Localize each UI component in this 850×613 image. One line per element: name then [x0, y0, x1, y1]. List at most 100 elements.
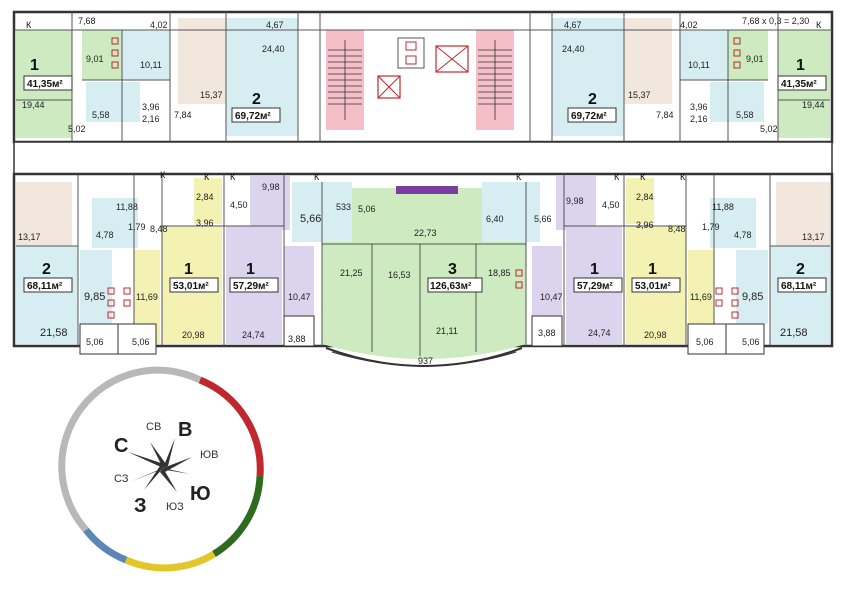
svg-text:15,37: 15,37 — [628, 90, 651, 100]
apartment-tag: 2 69,72м² — [231, 91, 281, 123]
svg-text:21,58: 21,58 — [780, 327, 808, 339]
apartment-tag: 3 126,63м² — [427, 261, 483, 293]
apartment-bl2-bedroom — [16, 182, 72, 246]
svg-text:18,85: 18,85 — [488, 268, 511, 278]
svg-text:21,11: 21,11 — [436, 326, 458, 336]
compass-north: С — [114, 435, 128, 457]
apartment-tag: 2 69,72м² — [567, 91, 617, 123]
dim-top: 4,67 — [266, 20, 284, 30]
svg-text:К: К — [816, 20, 822, 30]
svg-text:2,84: 2,84 — [196, 192, 214, 202]
apartment-tag: 1 53,01м² — [631, 261, 681, 293]
svg-text:41,35м²: 41,35м² — [27, 79, 63, 90]
svg-text:К: К — [640, 172, 646, 182]
svg-text:24,74: 24,74 — [242, 330, 265, 340]
svg-text:24,40: 24,40 — [262, 44, 285, 54]
dim-top: 4,02 — [150, 20, 168, 30]
svg-text:3,96: 3,96 — [690, 102, 708, 112]
apartment-tl2-room — [122, 30, 170, 80]
svg-text:3,88: 3,88 — [538, 328, 556, 338]
svg-text:9,98: 9,98 — [566, 196, 584, 206]
room-markers: К К К К К К К К К К — [26, 20, 822, 182]
svg-text:К: К — [204, 172, 210, 182]
svg-text:9,85: 9,85 — [84, 291, 105, 303]
svg-text:3,96: 3,96 — [636, 220, 654, 230]
svg-text:41,35м²: 41,35м² — [781, 79, 817, 90]
compass: С В Ю З СВ ЮВ ЮЗ СЗ — [58, 366, 264, 572]
svg-text:5,06: 5,06 — [86, 337, 104, 347]
svg-text:9,85: 9,85 — [742, 291, 763, 303]
apartment-tr2-bedroom — [624, 18, 672, 104]
compass-southwest: ЮЗ — [166, 501, 184, 513]
svg-text:13,17: 13,17 — [18, 232, 41, 242]
svg-text:11,88: 11,88 — [712, 202, 734, 212]
svg-text:5,06: 5,06 — [696, 337, 714, 347]
svg-text:19,44: 19,44 — [802, 100, 825, 110]
svg-text:7,84: 7,84 — [656, 110, 674, 120]
compass-northwest: СЗ — [114, 473, 129, 485]
svg-text:5,06: 5,06 — [358, 204, 376, 214]
svg-text:6,40: 6,40 — [486, 214, 504, 224]
svg-text:1,79: 1,79 — [702, 222, 720, 232]
svg-text:10,47: 10,47 — [288, 292, 311, 302]
svg-text:2: 2 — [42, 261, 51, 278]
apartment-bl2-kitchen — [80, 250, 112, 324]
dim-top: 4,02 — [680, 20, 698, 30]
svg-text:69,72м²: 69,72м² — [235, 111, 271, 122]
svg-text:69,72м²: 69,72м² — [571, 111, 607, 122]
svg-text:22,73: 22,73 — [414, 228, 437, 238]
svg-text:68,11м²: 68,11м² — [27, 281, 63, 292]
svg-text:11,69: 11,69 — [690, 292, 712, 302]
svg-text:1: 1 — [184, 261, 193, 278]
svg-text:5,58: 5,58 — [92, 110, 110, 120]
apartment-br2-living — [770, 246, 830, 344]
svg-text:20,98: 20,98 — [182, 330, 205, 340]
svg-text:21,58: 21,58 — [40, 327, 68, 339]
svg-text:24,40: 24,40 — [562, 44, 585, 54]
svg-text:1: 1 — [246, 261, 255, 278]
compass-star-icon — [128, 438, 192, 492]
svg-text:11,88: 11,88 — [116, 202, 138, 212]
svg-text:5,06: 5,06 — [742, 337, 760, 347]
svg-text:10,11: 10,11 — [140, 60, 162, 70]
svg-text:К: К — [516, 172, 522, 182]
svg-text:5,06: 5,06 — [132, 337, 150, 347]
svg-text:4,50: 4,50 — [230, 200, 248, 210]
svg-text:4,50: 4,50 — [602, 200, 620, 210]
compass-ring-gold — [124, 550, 216, 572]
apartment-bl2-living — [16, 246, 78, 344]
dim-top: 4,67 — [564, 20, 582, 30]
svg-text:15,37: 15,37 — [200, 90, 223, 100]
svg-text:3,96: 3,96 — [142, 102, 160, 112]
compass-northeast: СВ — [146, 421, 161, 433]
svg-text:3,96: 3,96 — [196, 218, 214, 228]
compass-south: Ю — [190, 483, 211, 505]
svg-text:2: 2 — [252, 91, 261, 108]
svg-text:К: К — [314, 172, 320, 182]
apartment-tag: 2 68,11м² — [777, 261, 827, 293]
svg-text:К: К — [230, 172, 236, 182]
svg-text:11,69: 11,69 — [136, 292, 158, 302]
svg-text:8,48: 8,48 — [668, 224, 686, 234]
svg-text:533: 533 — [336, 202, 351, 212]
apartment-tag: 2 68,11м² — [23, 261, 73, 293]
svg-text:21,25: 21,25 — [340, 268, 363, 278]
svg-text:5,02: 5,02 — [68, 124, 86, 134]
apartment-tag: 1 41,35м² — [777, 57, 827, 91]
svg-text:1,79: 1,79 — [128, 222, 146, 232]
svg-text:5,66: 5,66 — [300, 213, 321, 225]
svg-text:1: 1 — [30, 57, 39, 74]
svg-text:9,01: 9,01 — [86, 54, 104, 64]
svg-text:19,44: 19,44 — [22, 100, 45, 110]
svg-text:5,02: 5,02 — [760, 124, 778, 134]
svg-text:2,16: 2,16 — [142, 114, 160, 124]
apartment-br2-bedroom — [776, 182, 830, 246]
compass-east: В — [178, 419, 192, 441]
svg-text:937: 937 — [418, 356, 433, 366]
svg-text:1: 1 — [796, 57, 805, 74]
svg-text:К: К — [614, 172, 620, 182]
svg-text:5,58: 5,58 — [736, 110, 754, 120]
compass-ring-grey — [58, 366, 202, 533]
svg-text:57,29м²: 57,29м² — [577, 281, 613, 292]
